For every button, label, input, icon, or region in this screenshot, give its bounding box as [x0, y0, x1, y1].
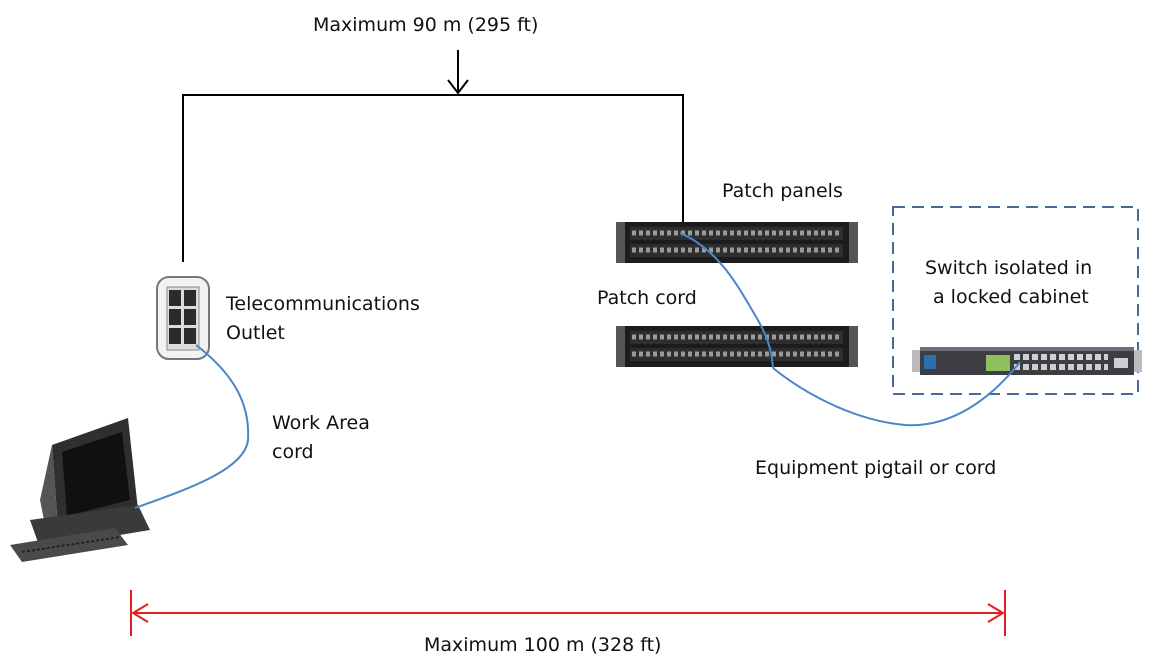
switch-label-line2: a locked cabinet	[933, 286, 1089, 308]
outlet-icon	[156, 276, 210, 360]
switch-icon	[912, 347, 1142, 375]
patch-panel-icon	[616, 222, 858, 263]
work-area-cord-label-line1: Work Area	[272, 412, 370, 434]
telecom-outlet-label-line1: Telecommunications	[226, 293, 420, 315]
equipment-cord	[772, 361, 1021, 427]
max-100m-label: Maximum 100 m (328 ft)	[424, 634, 662, 656]
telecom-outlet-label-line2: Outlet	[226, 322, 285, 344]
patch-panels-label: Patch panels	[722, 180, 843, 202]
patch-cord-label: Patch cord	[597, 287, 697, 309]
permanent-link-line	[182, 50, 684, 262]
equipment-cord-label: Equipment pigtail or cord	[755, 457, 997, 479]
switch-label-line1: Switch isolated in	[925, 257, 1093, 279]
max-90m-label: Maximum 90 m (295 ft)	[313, 14, 539, 36]
work-area-cord	[134, 344, 250, 509]
patch-panel-icon	[616, 326, 858, 367]
cables	[134, 232, 1021, 509]
work-area-cord-label-line2: cord	[272, 441, 314, 463]
cabinet-outline	[892, 206, 1139, 395]
patch-cord	[679, 232, 774, 369]
channel-dimension	[130, 590, 1006, 636]
computer-icon	[10, 418, 150, 562]
